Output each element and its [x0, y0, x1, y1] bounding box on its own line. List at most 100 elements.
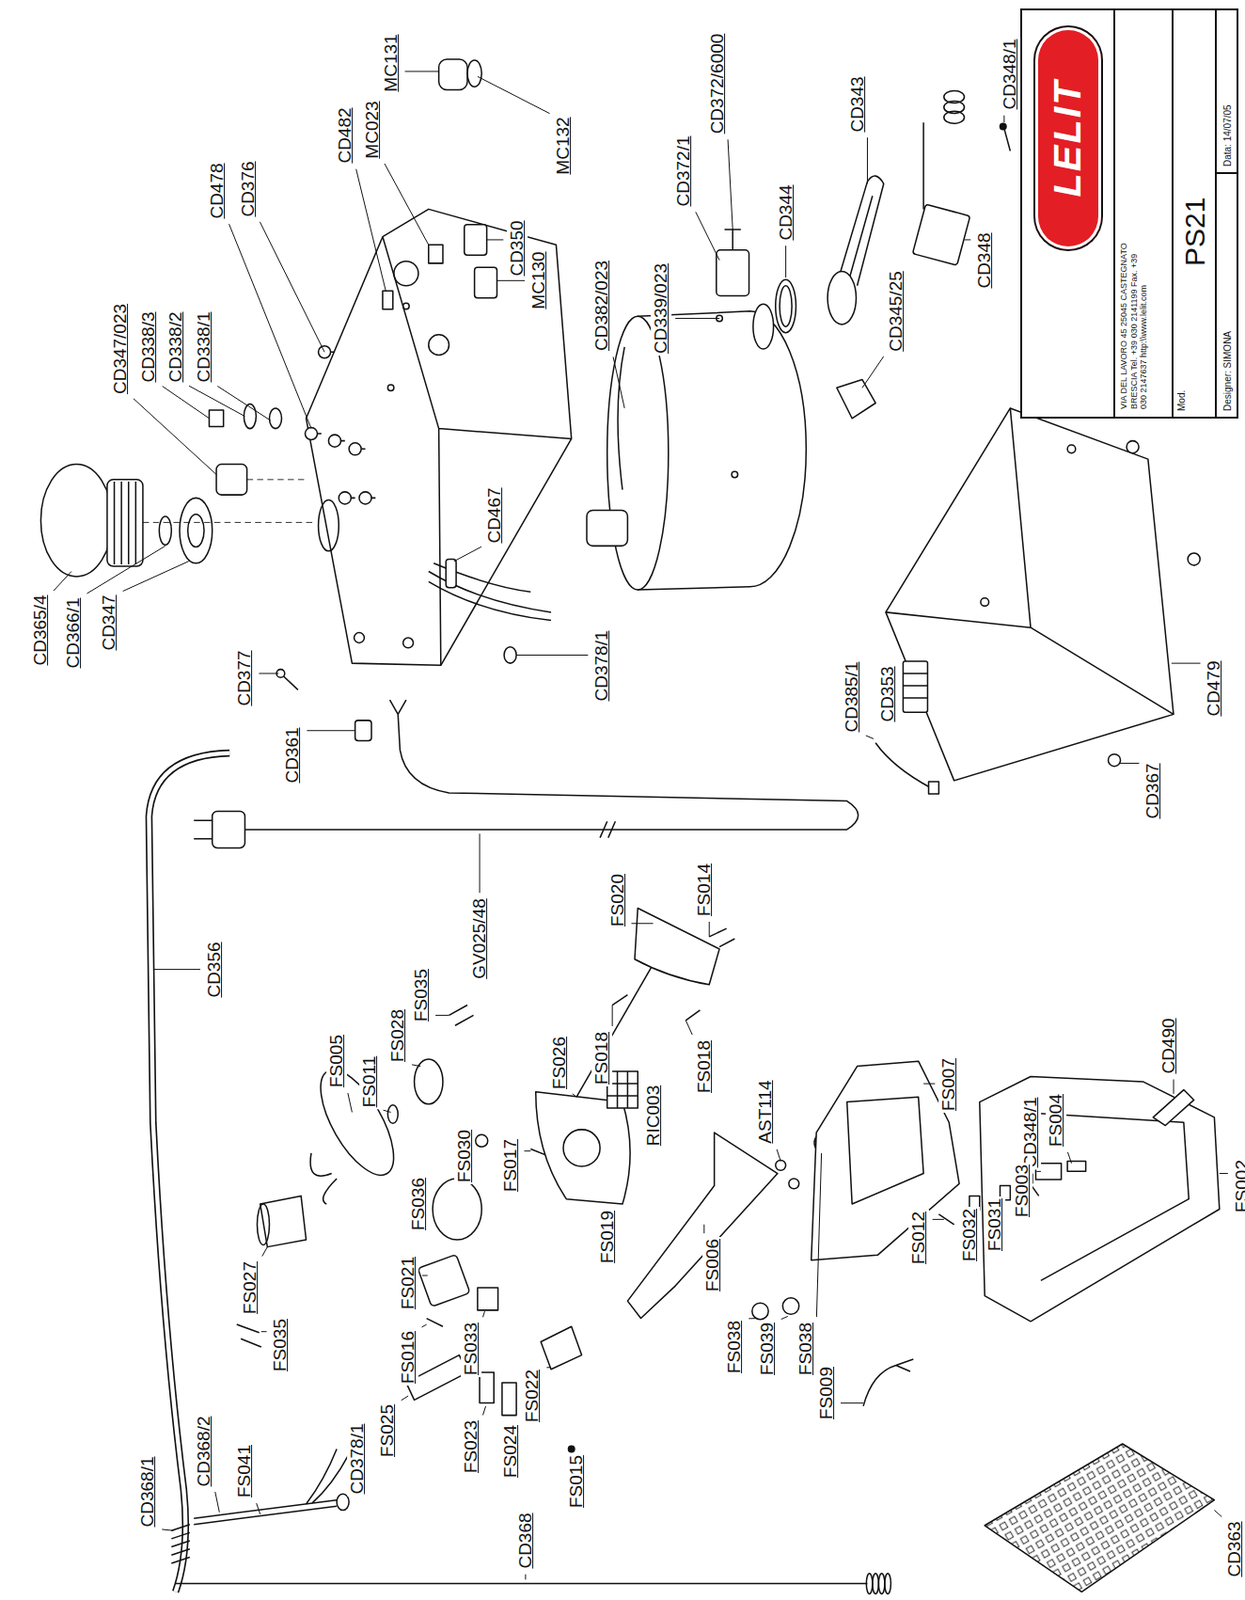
part-number: CD482 [334, 106, 356, 166]
part-number: FS041 [235, 1442, 256, 1499]
terminal-block [902, 673, 928, 698]
washer [782, 1297, 799, 1314]
part-number: RIC003 [643, 1082, 664, 1147]
leader-line [133, 398, 217, 475]
grommet [355, 720, 372, 741]
cover-plate [540, 1325, 582, 1370]
part-number: FS006 [702, 1236, 724, 1293]
part-number: CD361 [283, 724, 304, 785]
ring [504, 646, 517, 663]
part-number: CD348/1 [999, 37, 1021, 112]
part-number: FS027 [239, 1259, 261, 1316]
leader-line [422, 1275, 428, 1277]
small-part [502, 1382, 517, 1416]
screw [448, 1005, 473, 1026]
indicator-knob [348, 442, 362, 456]
part-number: CD385/1 [841, 659, 863, 734]
cover-fold [885, 408, 1174, 714]
boiler-tube [586, 509, 628, 546]
leader-line [776, 1149, 781, 1162]
part-number: FS022 [522, 1367, 544, 1424]
part-number: FS011 [359, 1054, 380, 1110]
knob-ribs [114, 481, 137, 565]
valve-pin [724, 229, 741, 251]
housing-hole [387, 384, 394, 392]
ring [336, 1493, 349, 1510]
lamp [382, 290, 394, 310]
part-number: MC023 [362, 98, 383, 160]
knob-stem [311, 351, 376, 498]
switch-cap [439, 59, 468, 91]
leader-line [405, 70, 440, 72]
part-number: FS031 [984, 1196, 1006, 1253]
part-number: FS009 [816, 1364, 837, 1421]
leader-line [256, 1502, 261, 1514]
part-number: CD365/4 [30, 593, 51, 668]
part-number: CD338/3 [139, 309, 160, 384]
hose [148, 753, 230, 1592]
hole [1067, 444, 1076, 454]
part-number: FS039 [756, 1320, 778, 1377]
rear-cover [634, 907, 720, 984]
title-text: Data: 14/07/05 [1222, 104, 1233, 167]
washer [752, 1302, 769, 1319]
indicator-knob [338, 491, 351, 505]
foot [1187, 552, 1200, 566]
leader-line [816, 1152, 821, 1317]
part-number: FS028 [387, 1007, 409, 1064]
part-number: FS016 [397, 1328, 419, 1386]
part-number: FS032 [959, 1206, 980, 1263]
leader-line [709, 921, 710, 937]
knob-grip [107, 479, 143, 567]
ring-part [179, 497, 213, 563]
leader-line [435, 1014, 449, 1016]
housing-hole [354, 632, 365, 644]
spring [866, 1573, 873, 1594]
leader-line [964, 238, 972, 240]
leader-line [384, 163, 429, 245]
washer [243, 404, 256, 429]
part-number: FS033 [460, 1320, 482, 1377]
clip [387, 1104, 398, 1124]
part-number: CD490 [1158, 1015, 1180, 1075]
part-number: FS019 [597, 1208, 618, 1265]
screw-head [999, 123, 1007, 130]
spring [944, 110, 965, 124]
connector [1152, 1089, 1194, 1126]
leader-line [86, 545, 165, 594]
leader-line [524, 1150, 532, 1151]
part-number: CD368/1 [137, 1454, 158, 1529]
small-part [475, 1134, 489, 1147]
bracket [627, 1132, 778, 1318]
leader-line [613, 356, 625, 409]
small-part [1067, 1161, 1087, 1172]
wires [310, 1152, 337, 1204]
leader-line [477, 76, 551, 113]
part-number: FS002 [1231, 1157, 1245, 1214]
part-number: CD378/1 [346, 1421, 368, 1497]
leader-line [411, 1064, 421, 1067]
leader-line [123, 561, 190, 592]
leader-line [932, 1218, 945, 1220]
housing-hole [428, 334, 450, 356]
part-number: FS030 [454, 1127, 475, 1184]
leader-line [259, 221, 325, 352]
leader-line [785, 245, 787, 278]
nut [836, 379, 876, 419]
switch [474, 267, 498, 299]
part-number: AST114 [755, 1078, 776, 1146]
table-rule [1113, 10, 1116, 417]
title-text: Designer: SIMONA [1222, 330, 1233, 411]
leader-line [1219, 1172, 1229, 1174]
boiler-cut [617, 346, 625, 490]
switch [464, 224, 488, 256]
part-number: FS038 [724, 1318, 745, 1375]
gasket [775, 279, 797, 332]
table-rule [1214, 10, 1217, 417]
leader-line [229, 223, 312, 428]
connector [929, 781, 940, 794]
power-cord [244, 699, 858, 830]
part-number: CD368 [515, 1511, 536, 1571]
